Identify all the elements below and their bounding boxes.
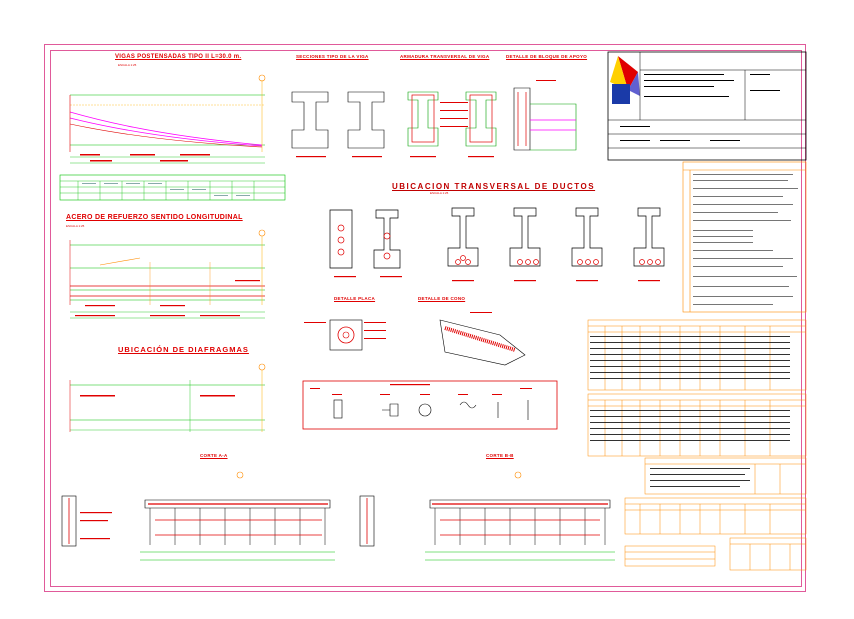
placa-detail [304,319,386,351]
acero-elevation [69,229,266,319]
acero-title: ACERO DE REFUERZO SENTIDO LONGITUDINAL [66,214,243,221]
seccion-tipo-rebar [411,92,576,146]
corte-b-drawing [359,471,615,561]
corte-b-title: CORTE B-B [486,453,514,458]
tabla-resumen [644,457,807,495]
diafragmas-elevation [69,363,266,432]
notas-table [682,161,807,313]
title-block [607,51,807,161]
trazado-table [59,174,286,201]
tabla-pequena [624,537,807,571]
ductos-labels [334,276,660,282]
seccion-tipo-title: SECCIONES TIPO DE LA VIGA [296,54,369,59]
corte-a-title: CORTE A-A [200,453,228,458]
ductos-sections [329,207,665,269]
seccion-tipo-drawings [291,87,577,151]
tabla-diafragmas [624,497,807,535]
viga-elevation [69,74,266,164]
placa-title: DETALLE PLACA [334,296,376,301]
notas-lines [693,174,798,305]
viga-scale: ESCALA 1:25 [118,63,137,67]
sheet-border-outer [44,44,806,592]
diafragmas-title: UBICACIÓN DE DIAFRAGMAS [118,345,249,354]
seccion-tipo-labels [296,80,556,158]
acero-scale: ESCALA 1:25 [66,224,85,228]
cono-title: DETALLE DE CONO [418,296,466,301]
ductos-circles [337,224,661,265]
detalle-apoyo-title: DETALLE DE BLOQUE DE APOYO [506,54,588,59]
ductos-scale: ESCALA 1:25 [430,191,449,195]
corte-a-drawing [61,471,335,561]
tabla-cables-1 [587,319,807,391]
ductos-title: UBICACION TRANSVERSAL DE DUCTOS [392,182,596,191]
estribos-types-box [302,380,558,430]
tabla-cables-2 [587,393,807,457]
tabla-cables-text [590,336,790,441]
estribos-title: ARMADURA TRANSVERSAL DE VIGA [400,54,490,59]
cono-detail [439,312,526,366]
viga-title: VIGAS POSTENSADAS TIPO II L=30.0 m. [115,54,242,60]
sheet-border-inner [50,50,802,587]
tabla-resumen-text [650,468,750,487]
